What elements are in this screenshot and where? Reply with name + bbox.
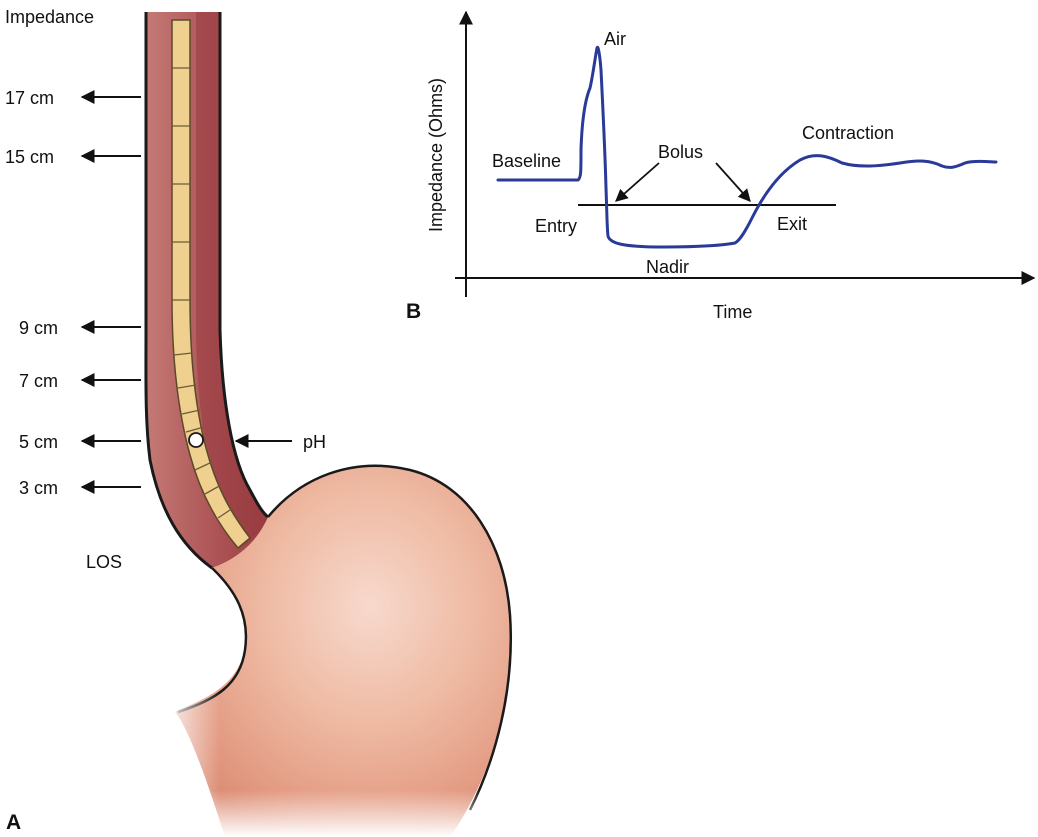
sensor-label-15cm: 15 cm xyxy=(5,147,54,167)
stomach-fade-bottom xyxy=(160,790,520,837)
sensor-label-5cm: 5 cm xyxy=(19,432,58,452)
exit-label: Exit xyxy=(777,214,807,234)
entry-label: Entry xyxy=(535,216,577,236)
ph-sensor xyxy=(189,433,203,447)
sensor-label-9cm: 9 cm xyxy=(19,318,58,338)
bolus-label: Bolus xyxy=(658,142,703,162)
sensor-label-17cm: 17 cm xyxy=(5,88,54,108)
bolus-entry-arrow xyxy=(616,163,659,201)
contraction-label: Contraction xyxy=(802,123,894,143)
ph-label: pH xyxy=(303,432,326,452)
panel-b-letter: B xyxy=(406,300,421,323)
sensor-label-7cm: 7 cm xyxy=(19,371,58,391)
bolus-exit-arrow xyxy=(716,163,750,201)
impedance-label: Impedance xyxy=(5,7,94,27)
nadir-label: Nadir xyxy=(646,257,689,277)
los-label: LOS xyxy=(86,552,122,572)
y-axis-label: Impedance (Ohms) xyxy=(426,78,446,232)
sensor-label-3cm: 3 cm xyxy=(19,478,58,498)
x-axis-label: Time xyxy=(713,302,752,322)
air-label: Air xyxy=(604,29,626,49)
panel-b-graph: Impedance (Ohms) Time Air Baseline Bolus… xyxy=(406,12,1034,323)
panel-a-letter: A xyxy=(6,811,21,834)
baseline-label: Baseline xyxy=(492,151,561,171)
